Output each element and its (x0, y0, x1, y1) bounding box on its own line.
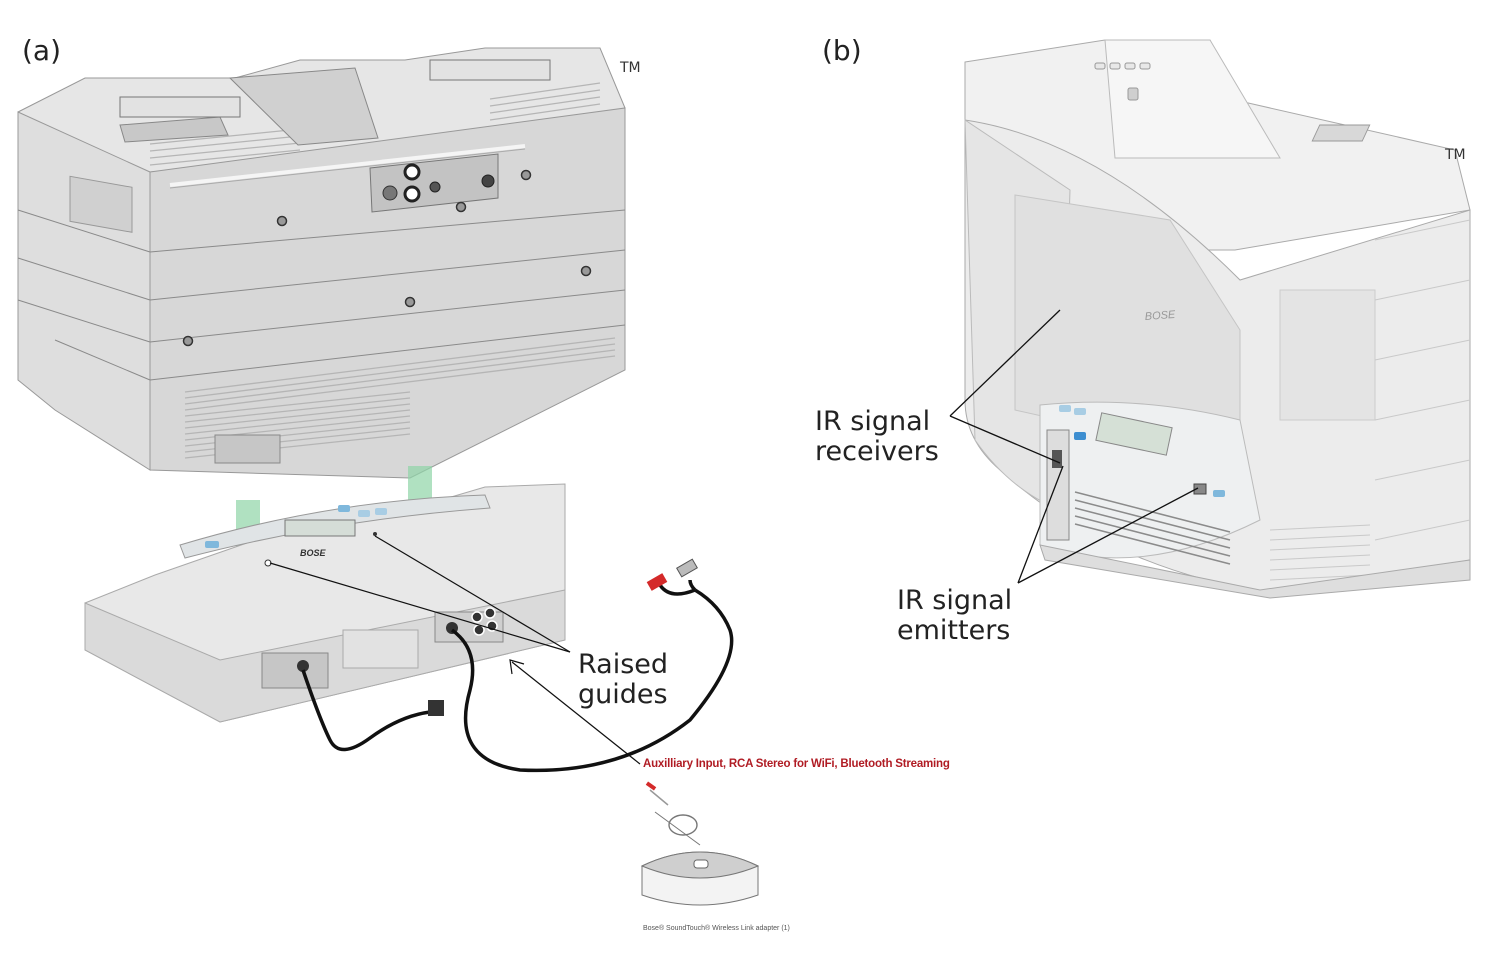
ir-callout-leaders (949, 309, 1199, 584)
ir-receivers-label: IR signal receivers (815, 407, 939, 467)
panel-b-trademark: TM (1445, 147, 1466, 163)
wave-system-rear (17, 47, 626, 479)
panel-a-label: (a) (22, 34, 62, 67)
power-plug (428, 700, 444, 716)
panel-b-label: (b) (822, 34, 862, 67)
soundtouch-adapter (640, 781, 760, 906)
raised-guides-line1: Raised (578, 649, 669, 680)
svg-text:BOSE: BOSE (1144, 309, 1176, 323)
aux-input-leader (509, 659, 641, 765)
ir-receivers-line1: IR signal (815, 406, 931, 437)
svg-text:BOSE: BOSE (300, 548, 327, 558)
wave-system-front: BOSE (964, 39, 1471, 599)
raised-guides-leaders (269, 535, 571, 653)
ir-emitters-line2: emitters (897, 615, 1011, 646)
aux-input-annotation: Auxilliary Input, RCA Stereo for WiFi, B… (643, 758, 950, 770)
adapter-caption: Bose® SoundTouch® Wireless Link adapter … (643, 925, 790, 932)
cables (301, 579, 734, 773)
ir-emitters-label: IR signal emitters (897, 586, 1012, 646)
ir-emitters-line1: IR signal (897, 585, 1013, 616)
raised-guides-line2: guides (578, 679, 668, 710)
panel-a-trademark: TM (620, 60, 641, 76)
rca-plugs (646, 558, 698, 591)
ir-receivers-line2: receivers (815, 436, 939, 467)
raised-guides-label: Raised guides (578, 650, 668, 710)
base-module: BOSE (84, 483, 566, 723)
